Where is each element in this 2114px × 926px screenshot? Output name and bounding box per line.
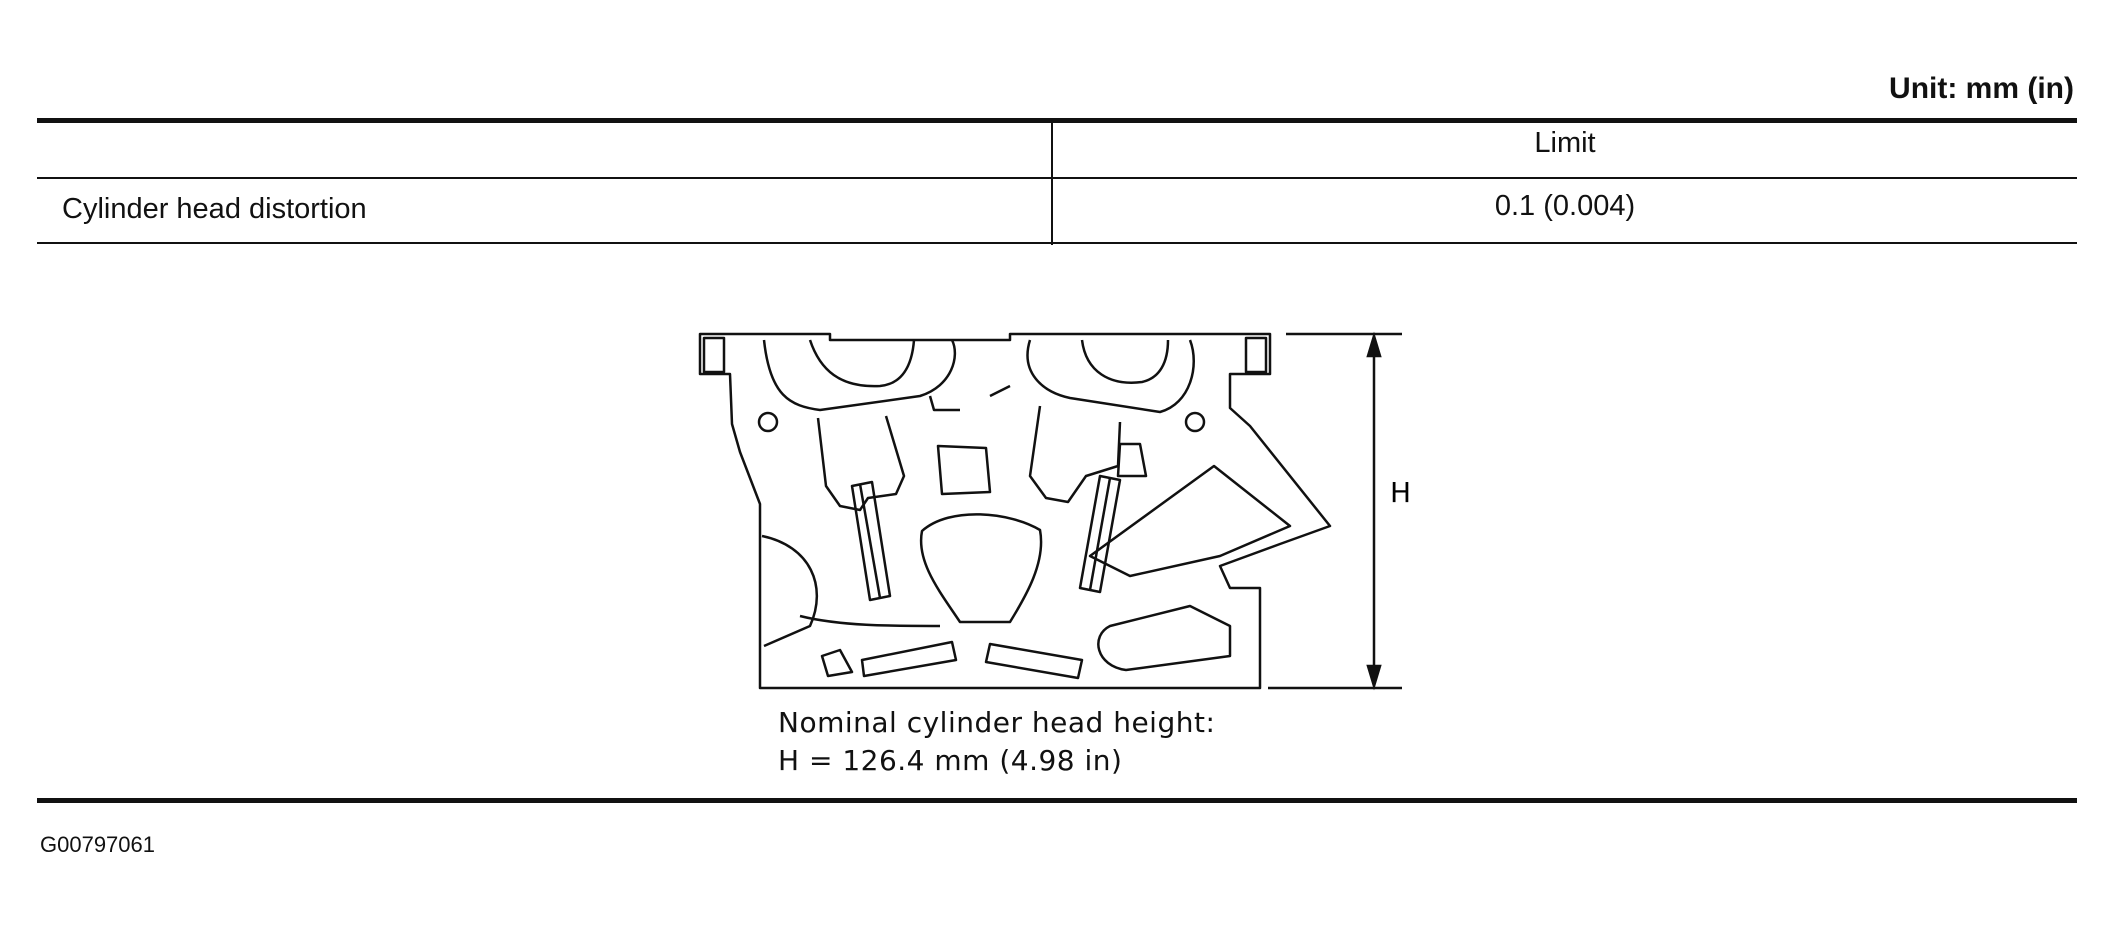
figure-bottom-rule: [37, 798, 2077, 803]
table-bottom-rule: [37, 242, 2077, 244]
table-row-item: Cylinder head distortion: [62, 193, 367, 225]
figure-caption: Nominal cylinder head height: H = 126.4 …: [778, 704, 1215, 780]
cylinder-head-diagram: H: [690, 326, 1420, 692]
table-column-divider: [1051, 121, 1053, 245]
figure-code: G00797061: [40, 832, 155, 857]
limit-column-header: Limit: [1534, 127, 1596, 159]
dimension-h-label: H: [1390, 476, 1411, 509]
table-top-rule: [37, 118, 2077, 123]
cylinder-head-outline: [698, 332, 1332, 690]
table-header-rule: [37, 177, 2077, 179]
caption-line-1: Nominal cylinder head height:: [778, 706, 1216, 739]
table-row-limit: 0.1 (0.004): [1494, 190, 1636, 222]
unit-label: Unit: mm (in): [1889, 72, 2074, 105]
caption-line-2: H = 126.4 mm (4.98 in): [778, 744, 1123, 777]
